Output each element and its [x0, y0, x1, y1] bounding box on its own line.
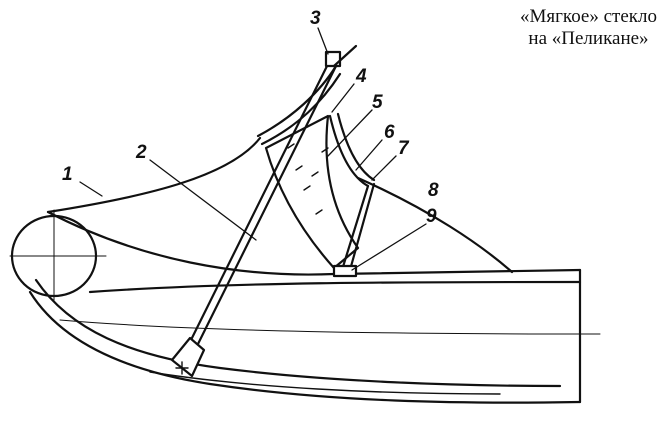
label-3: 3 — [310, 8, 321, 29]
frame-arc-6 — [328, 114, 370, 188]
caption-line-2: на «Пеликане» — [528, 28, 649, 49]
leaders — [79, 27, 427, 271]
label-7: 7 — [398, 138, 410, 159]
hull — [28, 210, 601, 404]
caption: «Мягкое» стекло на «Пеликане» — [520, 6, 657, 50]
leader-6 — [355, 139, 383, 171]
rod-line-b — [192, 60, 340, 354]
label-6: 6 — [384, 122, 395, 143]
glass-right-edge — [356, 176, 514, 274]
label-5: 5 — [372, 92, 383, 113]
rod — [170, 44, 358, 378]
inflatable-tube — [9, 209, 107, 301]
frame — [256, 64, 376, 278]
caption-line-1: «Мягкое» стекло — [520, 6, 657, 27]
frame-arc-inner — [260, 72, 342, 146]
frame-arc-outer — [256, 64, 338, 138]
rod-line-a — [184, 58, 332, 352]
label-1: 1 — [62, 164, 73, 185]
leader-4 — [331, 83, 355, 113]
strut-7b — [348, 182, 376, 272]
leader-2 — [149, 159, 257, 241]
callouts: 1 2 3 4 5 6 7 8 9 — [62, 8, 439, 227]
hull-centerline — [59, 319, 601, 335]
label-2: 2 — [135, 142, 147, 163]
rod-foot — [170, 336, 206, 378]
leader-3 — [317, 27, 329, 55]
leader-5 — [327, 109, 373, 157]
label-8: 8 — [428, 180, 439, 201]
label-4: 4 — [355, 66, 367, 87]
soft-glass — [46, 136, 514, 274]
hull-outer-curve — [28, 290, 582, 404]
base-9 — [332, 264, 358, 278]
strut-7 — [340, 184, 370, 272]
hull-deck-line — [88, 280, 582, 294]
label-9: 9 — [426, 206, 437, 227]
frame-panel — [264, 114, 360, 270]
mast-line — [332, 44, 358, 68]
leader-7 — [371, 155, 397, 181]
leader-1 — [79, 181, 103, 197]
hull-keel-line — [149, 371, 501, 395]
hull-inner-curve — [34, 278, 562, 388]
glass-top-edge — [46, 136, 262, 214]
frame-arc-6-inner — [336, 112, 376, 182]
leader-9 — [351, 223, 427, 271]
glass-marks — [287, 143, 329, 215]
